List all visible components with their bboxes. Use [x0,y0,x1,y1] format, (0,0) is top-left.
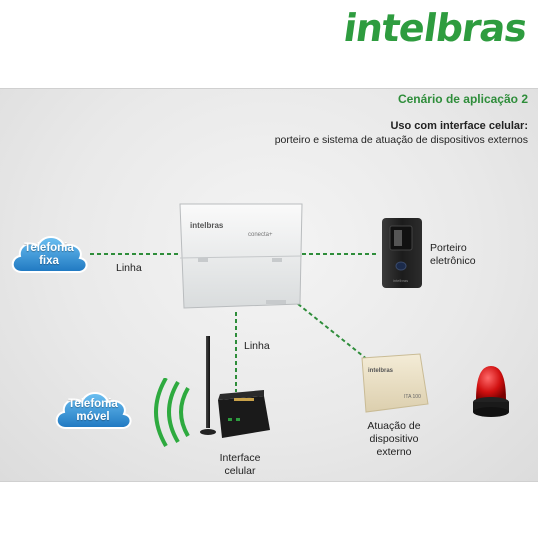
act-label-line3: externo [376,446,412,458]
pbx-brand-text: intelbras [190,221,224,230]
cellular-interface-device [200,336,270,438]
scenario-title: Cenário de aplicação 2 [397,92,528,106]
usage-title: Uso com interface celular: [390,120,528,132]
intercom-label-line2: eletrônico [430,255,476,267]
cloud-icon [55,392,132,429]
usage-subtitle: porteiro e sistema de atuação de disposi… [274,134,528,146]
act-label-line2: dispositivo [369,433,419,445]
cloud-label-line2: fixa [39,255,59,267]
cloud-label-line2: móvel [76,411,110,423]
act-label-line1: Atuação de [367,420,421,432]
cloud-label-line1: Telefonia [24,242,74,254]
siren-light-icon [473,366,509,417]
actuator-brand-text: intelbras [368,368,394,374]
cloud-label-line1: Telefonia [68,398,118,410]
pbx-central-unit: intelbras conecta+ [179,203,303,309]
pbx-model-text: conecta+ [248,232,273,238]
line-central-to-actuator [297,303,369,361]
label-line-bottom: Linha [244,340,270,352]
label-line-left: Linha [116,262,142,274]
cell-label-line2: celular [224,465,256,477]
intercom-device: intelbras [382,218,422,288]
actuator-model-text: ITA 100 [404,394,421,400]
mobile-telephony-cloud: Telefonia móvel [52,384,134,434]
cloud-icon [11,236,88,273]
intercom-label-line1: Porteiro [430,242,467,254]
label-intercom: Porteiro eletrônico [430,242,476,268]
intercom-brand-text: intelbras [393,278,408,283]
label-cellular-interface: Interface celular [212,452,268,478]
label-actuator: Atuação de dispositivo externo [354,420,434,459]
fixed-telephony-cloud: Telefonia fixa [8,228,90,278]
actuator-device: intelbras ITA 100 [361,353,429,413]
radio-waves-icon [154,378,190,448]
cell-label-line1: Interface [219,452,261,464]
